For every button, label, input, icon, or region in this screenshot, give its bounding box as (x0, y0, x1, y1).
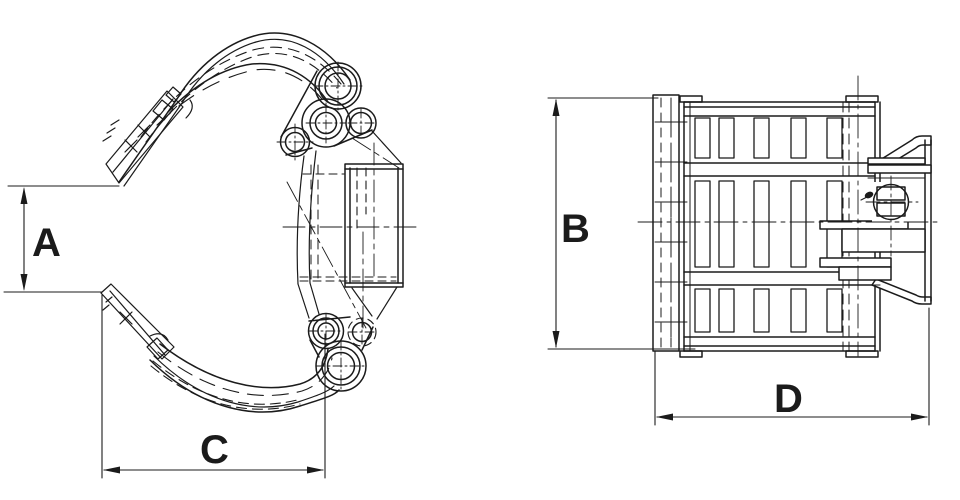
dimension-label-b: B (561, 207, 590, 251)
dimension-d-lines (654, 307, 930, 426)
dimension-label-d: D (774, 377, 803, 421)
arrowhead-right-icon (307, 466, 324, 474)
bottom-gusset (871, 278, 932, 305)
arrowhead-down-icon (552, 331, 560, 348)
pivot-pin-boss (860, 175, 919, 257)
upper-claw (102, 32, 351, 187)
side-view-centerlines (282, 137, 421, 331)
arrowhead-up-icon (552, 99, 560, 116)
arrowhead-left-icon (656, 413, 673, 421)
arrowhead-down-icon (20, 274, 28, 291)
lower-claw (100, 283, 340, 413)
upper-linkage (276, 61, 377, 161)
mount-body (299, 163, 404, 320)
lower-linkage (307, 312, 377, 392)
dimension-c-lines (101, 294, 326, 479)
dimension-label-c: C (200, 428, 229, 472)
dimension-b-lines (547, 97, 696, 350)
mounting-bracket (819, 135, 932, 305)
arrowhead-left-icon (103, 466, 120, 474)
lower-tooth-blade (100, 283, 175, 360)
bolt-cross-marks (654, 106, 688, 338)
dimension-a-lines (3, 185, 120, 293)
front-view-centerlines (637, 75, 941, 357)
top-right-tab (845, 95, 879, 103)
bottom-right-tab (845, 350, 879, 358)
dimension-label-a: A (32, 221, 61, 265)
upper-tooth-blade (102, 86, 193, 184)
bottom-left-tab (679, 350, 703, 358)
arrowhead-up-icon (20, 187, 28, 204)
top-left-tab (679, 95, 703, 103)
arrowhead-right-icon (911, 413, 928, 421)
front-view: B (547, 75, 941, 426)
side-view: A C (3, 32, 421, 479)
blade-edge-column (652, 94, 688, 352)
pin-centerlines-upper (276, 61, 377, 161)
claw-shank (296, 130, 402, 319)
pin-centerlines-lower (308, 313, 377, 392)
